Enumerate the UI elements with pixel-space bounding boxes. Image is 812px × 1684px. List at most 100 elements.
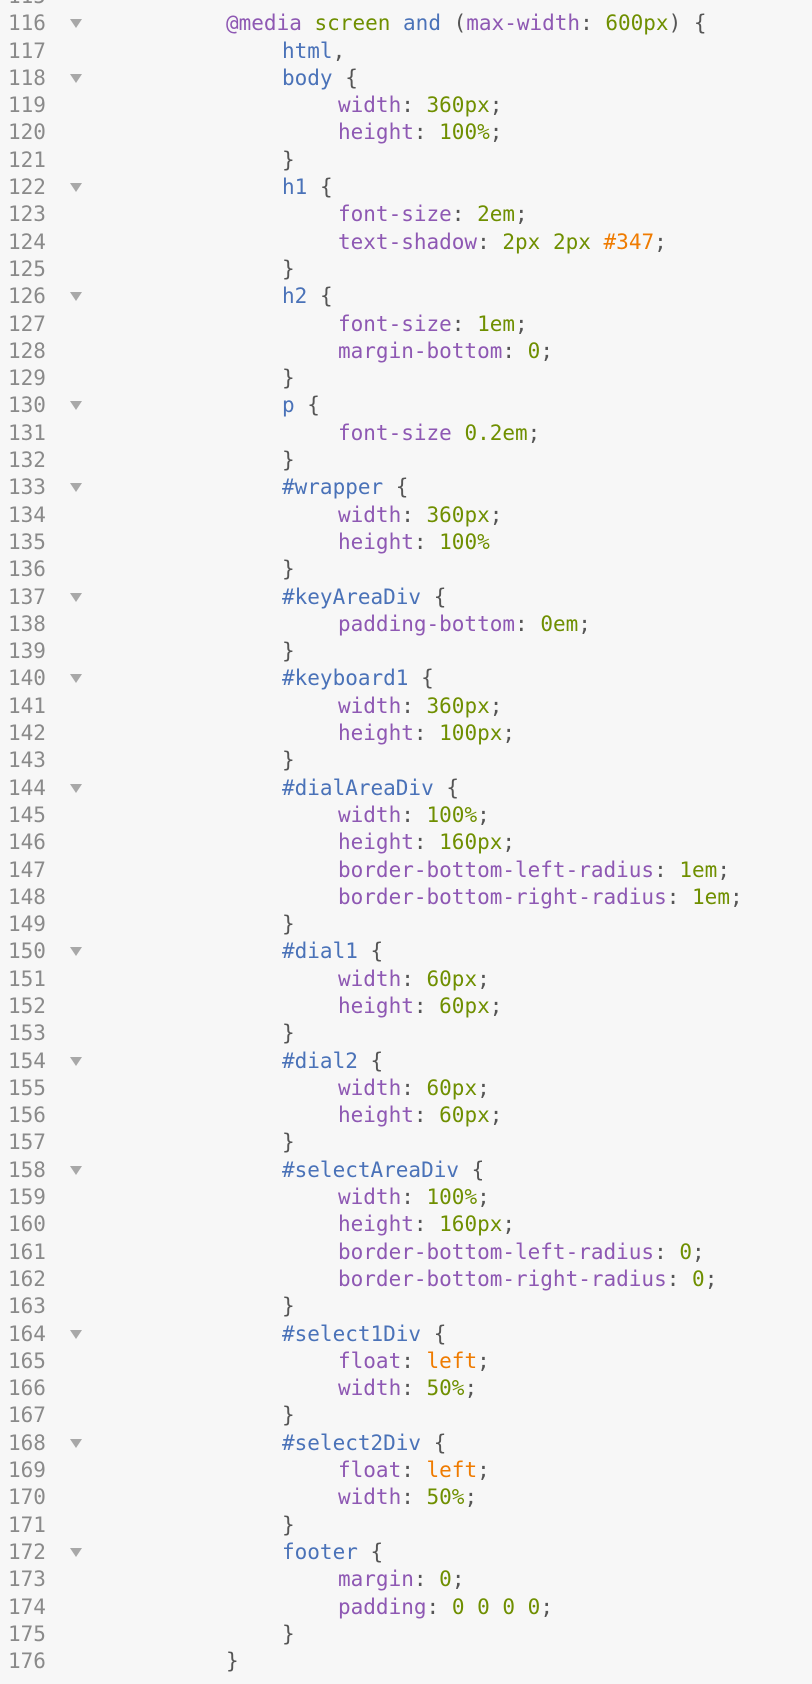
fold-arrow-icon[interactable] [70,1056,82,1066]
code-line[interactable]: 139} [0,638,812,665]
fold-arrow-icon[interactable] [70,1165,82,1175]
code-line[interactable]: 171} [0,1512,812,1539]
code-token: ; [527,420,541,445]
code-line[interactable]: 149} [0,911,812,938]
code-token: { [383,475,409,500]
fold-arrow-icon[interactable] [70,1329,82,1339]
code-token: border-bottom-right-radius [338,1266,667,1291]
code-line[interactable]: 116@media screen and (max-width: 600px) … [0,10,812,37]
fold-arrow-icon[interactable] [70,73,82,83]
code-text: padding-bottom: 0em; [338,611,591,638]
code-token: : [401,966,427,991]
code-token: { [294,393,320,418]
code-line[interactable]: 132} [0,447,812,474]
code-token: 100% [439,120,490,145]
code-token: 1em [477,311,516,336]
code-token: } [282,748,295,773]
code-line[interactable]: 175} [0,1621,812,1648]
fold-arrow-icon[interactable] [70,401,82,411]
code-token: ; [654,229,667,254]
code-line[interactable]: 140#keyboard1 { [0,665,812,692]
code-token: : [477,229,503,254]
code-line[interactable]: 158#selectAreaDiv { [0,1157,812,1184]
code-line[interactable]: 163} [0,1293,812,1320]
code-line[interactable]: 168#select2Div { [0,1430,812,1457]
code-line[interactable]: 167} [0,1402,812,1429]
line-number: 116 [8,11,46,36]
fold-arrow-icon[interactable] [70,1438,82,1448]
fold-arrow-icon[interactable] [70,1547,82,1557]
fold-arrow-icon[interactable] [70,292,82,302]
fold-arrow-icon[interactable] [70,947,82,957]
code-line[interactable]: 153} [0,1020,812,1047]
fold-arrow-icon[interactable] [70,783,82,793]
line-number: 136 [8,557,46,582]
code-line[interactable]: 121} [0,147,812,174]
code-token: : [401,502,427,527]
code-line[interactable]: 176} [0,1648,812,1675]
code-text: width: 360px; [338,693,502,720]
line-number: 122 [8,175,46,200]
code-line[interactable]: 137#keyAreaDiv { [0,584,812,611]
code-line[interactable]: 164#select1Div { [0,1321,812,1348]
line-number: 149 [8,912,46,937]
code-line[interactable]: 143} [0,747,812,774]
fold-arrow-icon[interactable] [70,483,82,493]
fold-arrow-icon[interactable] [70,183,82,193]
code-line[interactable]: 133#wrapper { [0,474,812,501]
line-number: 146 [8,830,46,855]
code-line[interactable]: 157} [0,1129,812,1156]
code-line[interactable]: 125} [0,256,812,283]
fold-arrow-icon[interactable] [70,592,82,602]
code-text: width: 50%; [338,1484,477,1511]
code-line[interactable]: 154#dial2 { [0,1048,812,1075]
code-line[interactable]: 150#dial1 { [0,938,812,965]
code-token: width [338,693,402,718]
code-token: #347 [603,229,655,254]
line-number: 119 [8,93,46,118]
fold-arrow-icon[interactable] [70,674,82,684]
code-line[interactable]: 144#dialAreaDiv { [0,775,812,802]
code-line[interactable]: 115 [0,0,812,10]
code-line[interactable]: 136} [0,556,812,583]
fold-arrow-icon[interactable] [70,19,82,29]
code-line[interactable]: 129} [0,365,812,392]
